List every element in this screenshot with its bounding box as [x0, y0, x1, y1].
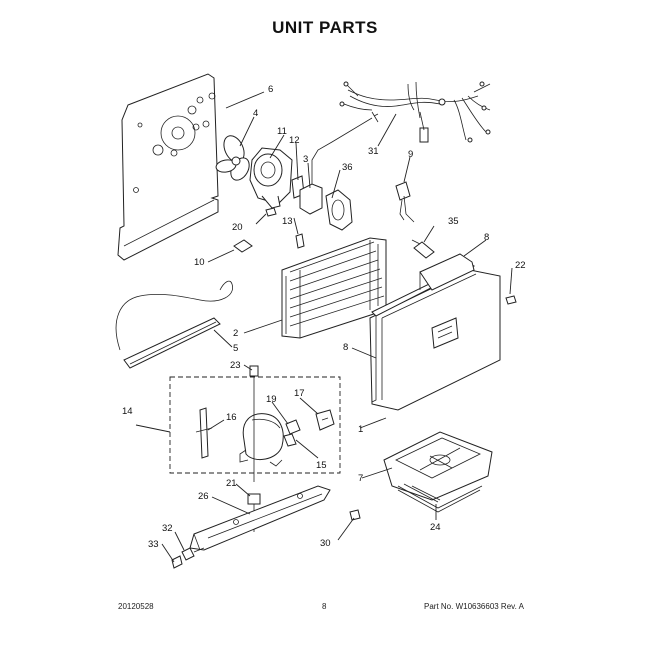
condenser	[281, 237, 387, 339]
callout-30: 30	[320, 538, 331, 549]
compressor-kit	[169, 376, 341, 474]
callout-26: 26	[198, 491, 209, 502]
tube-clip	[233, 239, 253, 253]
rear-panel	[117, 73, 219, 261]
footer-date: 20120528	[118, 602, 154, 611]
callout-23: 23	[230, 360, 241, 371]
callout-31: 31	[368, 146, 379, 157]
small-hardware	[247, 365, 261, 532]
filter-drier	[411, 239, 435, 259]
callout-12: 12	[289, 135, 300, 146]
front-panels	[369, 253, 501, 411]
callout-22: 22	[515, 260, 526, 271]
callout-4: 4	[253, 108, 258, 119]
callout-1: 1	[358, 424, 363, 435]
callout-8-lower: 8	[343, 342, 348, 353]
side-screw	[505, 295, 517, 305]
relay-switch	[395, 181, 415, 223]
callout-17: 17	[294, 388, 305, 399]
callout-15: 15	[316, 460, 327, 471]
callout-6: 6	[268, 84, 273, 95]
footer-part-number: Part No. W10636603 Rev. A	[424, 602, 524, 611]
callout-7: 7	[358, 473, 363, 484]
callout-10: 10	[194, 257, 205, 268]
leader-lines	[135, 91, 513, 563]
callout-35: 35	[448, 216, 459, 227]
wire-harness	[339, 81, 491, 143]
fan-blade	[215, 135, 250, 181]
callout-19: 19	[266, 394, 277, 405]
thermostat-tube	[311, 113, 379, 190]
callout-14: 14	[122, 406, 133, 417]
callout-3: 3	[303, 154, 308, 165]
control-bracket	[299, 183, 353, 231]
callout-13: 13	[282, 216, 293, 227]
drain-pan	[383, 431, 493, 501]
base-screws	[171, 509, 361, 569]
callout-8-upper: 8	[484, 232, 489, 243]
heater-wire	[115, 280, 233, 369]
screws-upper	[265, 207, 305, 249]
callout-11: 11	[277, 126, 287, 137]
footer-page-number: 8	[322, 602, 327, 611]
callout-5: 5	[233, 343, 238, 354]
callout-2: 2	[233, 328, 238, 339]
callout-20: 20	[232, 222, 243, 233]
callout-16: 16	[226, 412, 237, 423]
page-title: UNIT PARTS	[272, 18, 378, 37]
callout-24: 24	[430, 522, 441, 533]
callout-labels: 6 4 11 12 3 36 31 9 20 13 35 8 10 22 2 5…	[122, 84, 526, 550]
callout-21: 21	[226, 478, 237, 489]
callout-36: 36	[342, 162, 353, 173]
fan-motor	[249, 147, 293, 209]
callout-33: 33	[148, 539, 159, 550]
callout-9: 9	[408, 149, 413, 160]
base-grill	[397, 483, 483, 513]
callout-32: 32	[162, 523, 173, 534]
